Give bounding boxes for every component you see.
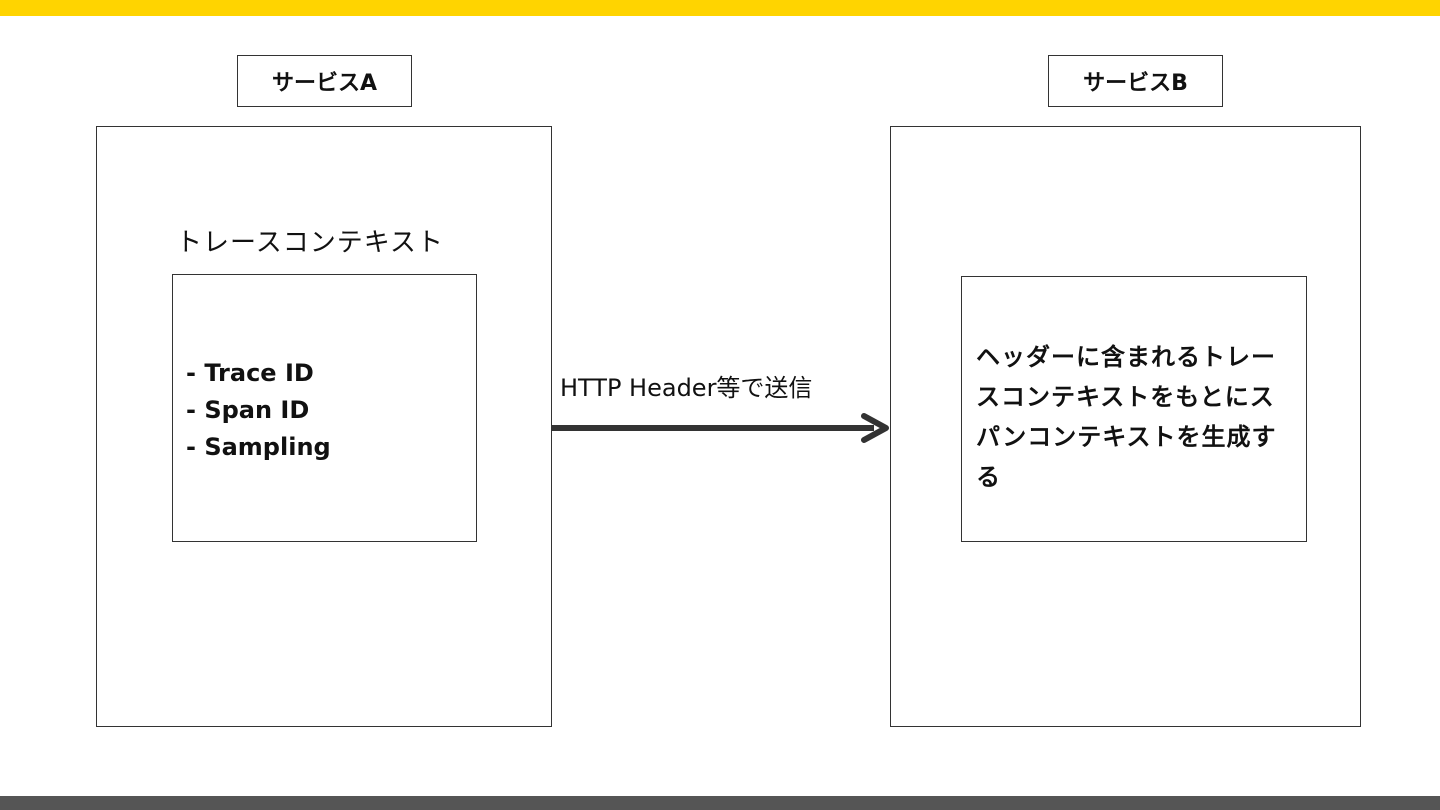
service-b-title: サービスB xyxy=(1048,55,1223,107)
trace-context-caption: トレースコンテキスト xyxy=(176,228,444,258)
trace-context-list: - Trace ID - Span ID - Sampling xyxy=(186,355,331,466)
service-a-title-text: サービスA xyxy=(271,71,378,96)
arrow-head xyxy=(861,413,889,443)
sampling-item: - Sampling xyxy=(186,433,331,461)
span-id-item: - Span ID xyxy=(186,396,310,424)
service-b-title-text: サービスB xyxy=(1083,71,1188,96)
service-a-title: サービスA xyxy=(237,55,412,107)
span-context-box xyxy=(961,276,1307,542)
span-context-description: ヘッダーに含まれるトレースコンテキストをもとにスパンコンテキストを生成する xyxy=(976,343,1277,491)
bottom-bar xyxy=(0,796,1440,810)
arrow-label: HTTP Header等で送信 xyxy=(560,374,813,402)
trace-context-box xyxy=(172,274,477,542)
trace-id-item: - Trace ID xyxy=(186,359,314,387)
top-accent-bar xyxy=(0,0,1440,16)
propagation-arrow xyxy=(552,413,889,443)
